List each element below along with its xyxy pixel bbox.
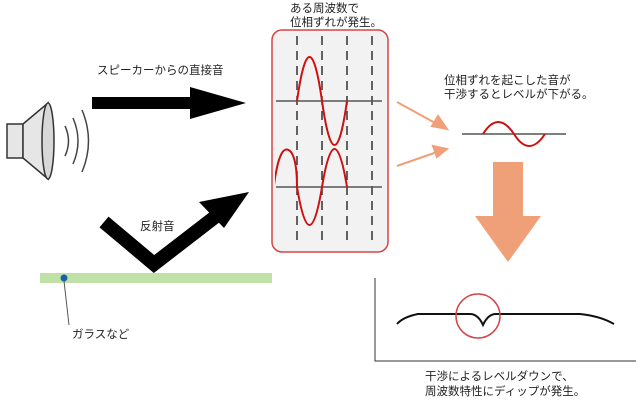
glass-marker-dot [60, 274, 68, 282]
reflected-sound-label: 反射音 [140, 219, 175, 233]
orange-converge-arrows [396, 101, 450, 167]
interference-caption-line2: 干渉するとレベルが下がる。 [444, 87, 594, 101]
glass-leader-line [63, 280, 70, 326]
speaker-icon [6, 101, 55, 181]
result-caption-line2: 周波数特性にディップが発生。 [425, 384, 585, 398]
direct-sound-arrow [92, 87, 246, 119]
waveform-panel [271, 29, 389, 253]
reflected-wave-curve [275, 148, 348, 226]
dip-highlight-circle [455, 293, 501, 339]
reflected-sound-arrowhead [199, 192, 249, 228]
glass-label: ガラスなど [72, 327, 130, 341]
phase-shift-caption-line2: 位相ずれが発生。 [290, 15, 382, 29]
frequency-response-graph [374, 278, 636, 362]
direct-sound-label: スピーカーからの直接音 [97, 63, 224, 77]
result-caption-line1: 干渉によるレベルダウンで、 [425, 369, 574, 383]
glass-surface [40, 273, 272, 283]
graph-axes [374, 278, 636, 362]
interference-caption-line1: 位相ずれを起こした音が [444, 73, 571, 87]
direct-wave-curve [296, 56, 348, 146]
result-down-arrow [475, 162, 541, 262]
phase-shift-caption-line1: ある周波数で [290, 1, 359, 15]
grid-dashed-lines [296, 36, 373, 246]
interference-wave-curve [482, 121, 546, 147]
frequency-response-curve [396, 313, 615, 328]
reflected-sound-arrow [99, 204, 229, 273]
sound-wave-icon [64, 109, 90, 173]
